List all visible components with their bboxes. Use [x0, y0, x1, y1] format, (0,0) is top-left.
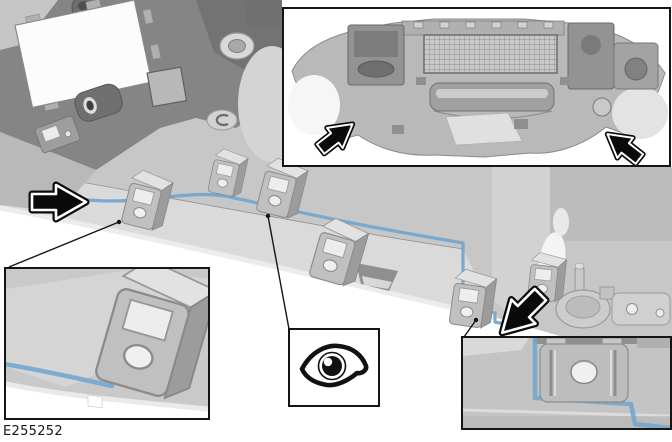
misc-openings — [392, 77, 570, 134]
figure-id-label: E255252 — [3, 424, 63, 439]
grommet — [219, 32, 255, 60]
grille-mesh — [423, 34, 558, 74]
eye-highlight — [323, 357, 333, 366]
right-module — [567, 22, 659, 90]
assembly-overview-art — [288, 18, 668, 165]
edge-notch — [87, 394, 103, 409]
cylinder-boss-2 — [246, 0, 282, 26]
overview-right-arrow — [604, 131, 646, 165]
visual-check-callout — [288, 328, 380, 407]
left-module — [347, 24, 405, 86]
vertical-strip — [492, 167, 550, 314]
routing-clip-e — [448, 267, 498, 330]
loop-tab — [74, 83, 123, 122]
upper-beam — [401, 20, 565, 36]
leader-lines — [8, 213, 479, 338]
oval-slot — [206, 109, 238, 131]
skid-plate — [445, 112, 523, 146]
overview-left-arrow — [314, 121, 356, 157]
lower-intake — [429, 82, 555, 119]
side-bracket — [599, 286, 671, 326]
visual-inspection-eye-icon — [299, 343, 369, 387]
inset-clip-detail-left — [4, 267, 210, 420]
tow-hook-cover — [592, 97, 612, 117]
eye-outline — [299, 343, 369, 387]
inset-assembly-overview — [282, 7, 671, 167]
right-structure — [492, 167, 672, 329]
routing-clip-zoom — [95, 269, 208, 400]
routing-clip-zoom — [539, 338, 629, 403]
edge-highlight — [6, 381, 208, 412]
inset-clip-detail-right — [461, 336, 672, 430]
clip-detail-left-art — [6, 269, 208, 412]
wheel-arch-left — [288, 75, 340, 135]
square-opening — [146, 66, 188, 108]
mounting-boss — [555, 262, 611, 329]
eye-pupil — [322, 355, 342, 376]
wheel-arch-right — [612, 87, 668, 139]
routing-line-zoom-a — [6, 362, 115, 389]
beam-clips — [413, 21, 554, 29]
wedge-opening — [356, 263, 398, 291]
small-bracket — [34, 115, 81, 154]
routing-line-zoom — [532, 338, 670, 428]
clip-detail-right-art — [463, 338, 670, 428]
